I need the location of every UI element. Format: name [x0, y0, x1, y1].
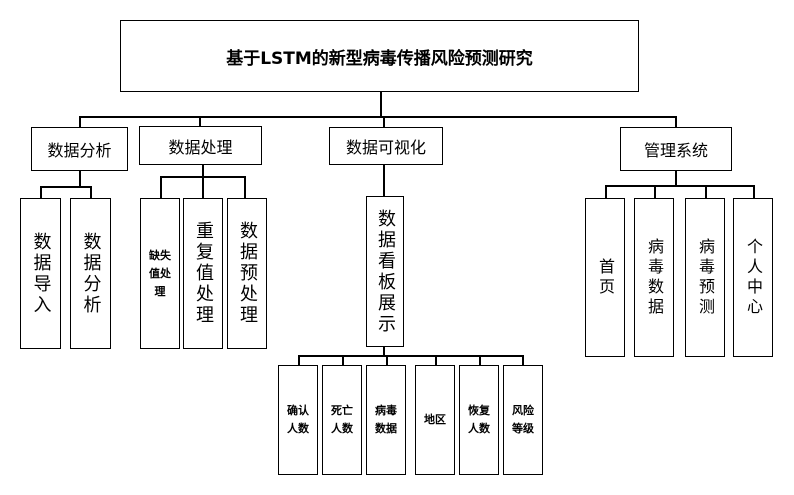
connector [244, 176, 246, 199]
connector [605, 185, 755, 187]
module-virus-data-management: 病毒数据 [634, 198, 674, 357]
module-label: 数据分析 [80, 231, 102, 316]
connector [380, 91, 382, 117]
category-label: 数据可视化 [345, 138, 426, 157]
connector [383, 116, 385, 128]
connector [479, 355, 481, 366]
connector [298, 355, 524, 357]
connector [90, 186, 92, 199]
category-data-visualization: 数据可视化 [329, 127, 443, 165]
connector [40, 186, 91, 188]
connector [199, 116, 201, 127]
connector [675, 116, 677, 128]
root-node: 基于LSTM的新型病毒传播风险预测研究 [120, 20, 639, 92]
module-label: 数据看板展示 [375, 208, 396, 335]
module-data-preprocessing: 数据预处理 [227, 198, 267, 349]
module-label: 地区 [424, 413, 446, 426]
module-data-analysis: 数据分析 [70, 198, 111, 349]
module-virus-data: 病毒数据 [366, 365, 406, 475]
module-label: 恢复人数 [468, 404, 490, 435]
category-label: 数据分析 [47, 141, 112, 160]
connector [654, 185, 656, 199]
module-label: 病毒数据 [375, 404, 397, 435]
module-label: 风险等级 [512, 404, 534, 435]
module-label: 重复值处理 [193, 221, 214, 326]
connector [160, 176, 162, 199]
module-duplicate-handling: 重复值处理 [183, 198, 223, 349]
module-personal-center: 个人中心 [733, 198, 773, 357]
module-recovered-count: 恢复人数 [459, 365, 499, 475]
category-data-analysis: 数据分析 [31, 127, 128, 171]
module-label: 病毒数据 [645, 237, 664, 318]
module-label: 数据预处理 [237, 221, 258, 326]
module-home-page: 首页 [585, 198, 625, 357]
module-label: 个人中心 [744, 237, 763, 318]
module-confirmed-count: 确认人数 [278, 365, 318, 475]
module-region: 地区 [415, 365, 455, 475]
module-label: 病毒预测 [696, 237, 715, 318]
module-label: 缺失值处理 [149, 248, 171, 298]
connector [79, 116, 676, 118]
connector [79, 170, 81, 187]
module-label: 首页 [596, 257, 615, 298]
connector [705, 185, 707, 199]
module-label: 数据导入 [30, 231, 52, 316]
connector [753, 185, 755, 199]
connector [202, 176, 204, 199]
category-label: 管理系统 [643, 141, 708, 160]
connector [40, 186, 42, 199]
category-data-processing: 数据处理 [139, 126, 262, 165]
module-missing-value-handling: 缺失值处理 [140, 198, 180, 349]
module-risk-level: 风险等级 [503, 365, 543, 475]
connector [605, 185, 607, 199]
category-management-system: 管理系统 [620, 127, 732, 171]
module-virus-prediction: 病毒预测 [685, 198, 725, 357]
module-data-import: 数据导入 [20, 198, 61, 349]
module-death-count: 死亡人数 [322, 365, 362, 475]
connector [522, 355, 524, 366]
connector [342, 355, 344, 366]
connector [383, 164, 385, 197]
module-label: 死亡人数 [331, 404, 353, 435]
root-node-label: 基于LSTM的新型病毒传播风险预测研究 [226, 48, 533, 69]
module-dashboard-display: 数据看板展示 [366, 196, 404, 347]
module-label: 确认人数 [287, 404, 309, 435]
connector [675, 170, 677, 186]
connector [79, 116, 81, 128]
connector [202, 164, 204, 177]
connector [386, 355, 388, 366]
connector [298, 355, 300, 366]
connector [435, 355, 437, 366]
connector [383, 346, 385, 356]
category-label: 数据处理 [168, 137, 233, 157]
